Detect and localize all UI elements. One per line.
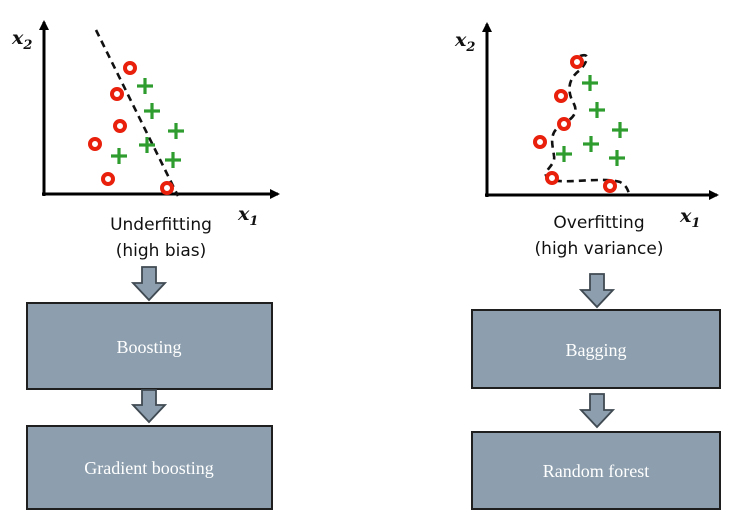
left-y-axis-label: x2 (11, 27, 32, 53)
left-caption-line1: Underfitting (110, 215, 212, 235)
right-plus-point (582, 75, 598, 91)
right-circle-point (603, 179, 617, 193)
right-circle-point (545, 171, 559, 185)
left-circle-point (160, 181, 174, 195)
left-plus-point (168, 123, 184, 139)
bagging-label: Bagging (566, 340, 627, 360)
gradient-boosting-label: Gradient boosting (84, 458, 213, 478)
left-caption-line2: (high bias) (116, 241, 207, 261)
left-plus-point (144, 103, 160, 119)
left-down-arrow-2 (130, 389, 168, 424)
gradient-boosting-box (26, 425, 273, 510)
left-plus-point (165, 152, 181, 168)
left-plus-point (137, 78, 153, 94)
boosting-box (26, 302, 273, 390)
right-caption-line2: (high variance) (535, 239, 664, 259)
right-circle-point (533, 135, 547, 149)
random-forest-label: Random forest (543, 461, 649, 481)
left-down-arrow-1 (130, 266, 168, 302)
right-decision-boundary (544, 53, 632, 197)
left-decision-boundary (94, 29, 180, 197)
left-plus-point (111, 148, 127, 164)
right-caption-line1: Overfitting (553, 213, 644, 233)
left-circle-point (113, 119, 127, 133)
left-circle-point (123, 61, 137, 75)
right-down-arrow-1 (578, 273, 616, 309)
right-x-axis-label: x1 (679, 205, 700, 231)
right-plus-point (612, 122, 628, 138)
right-circle-point (554, 89, 568, 103)
right-down-arrow-2 (578, 393, 616, 429)
random-forest-box (471, 431, 721, 510)
underfitting-plot: x2 x1 (11, 20, 280, 229)
right-plus-point (609, 150, 625, 166)
left-plus-point (139, 137, 155, 153)
overfitting-plot: x2 x1 (454, 22, 719, 231)
left-circle-point (101, 172, 115, 186)
left-circle-point (88, 137, 102, 151)
right-plus-point (589, 102, 605, 118)
left-circle-point (110, 87, 124, 101)
right-y-axis-label: x2 (454, 29, 475, 55)
right-plus-point (583, 136, 599, 152)
right-circle-point (570, 55, 584, 69)
right-plus-point (556, 146, 572, 162)
boosting-label: Boosting (116, 337, 181, 357)
right-circle-point (557, 117, 571, 131)
left-x-axis-label: x1 (237, 203, 258, 229)
bagging-box (471, 309, 721, 389)
